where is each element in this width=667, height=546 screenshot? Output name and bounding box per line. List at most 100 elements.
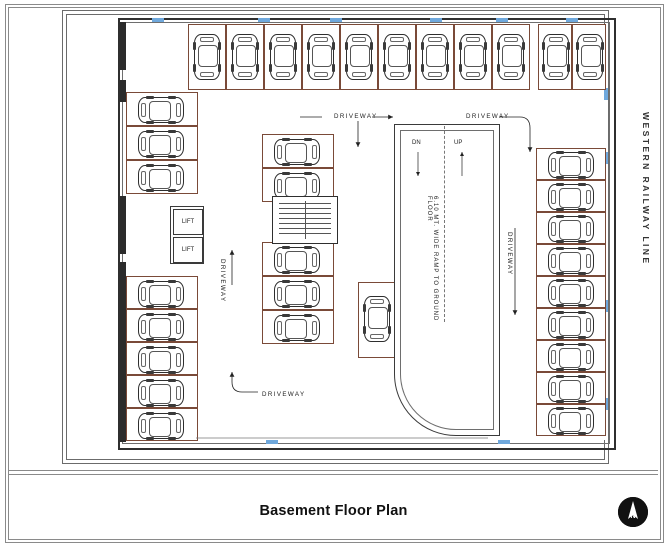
parking-stall[interactable] xyxy=(262,242,334,276)
driveway-label-top-left: DRIVEWAY xyxy=(334,113,378,120)
parking-stall[interactable] xyxy=(264,24,302,90)
column-tick xyxy=(258,18,270,22)
ramp-inner-edge xyxy=(400,130,494,430)
car-icon xyxy=(548,151,594,179)
car-icon xyxy=(138,130,184,158)
lift-cell[interactable]: LIFT xyxy=(173,237,203,263)
parking-stall[interactable] xyxy=(340,24,378,90)
parking-stall[interactable] xyxy=(126,126,198,160)
lift-label: LIFT xyxy=(181,219,195,225)
parking-stall[interactable] xyxy=(302,24,340,90)
lift-core: LIFT LIFT xyxy=(170,206,204,264)
north-arrow: N xyxy=(618,497,648,527)
parking-stall[interactable] xyxy=(536,340,606,372)
site-context-label: WESTERN RAILWAY LINE xyxy=(641,112,651,266)
parking-stall[interactable] xyxy=(536,308,606,340)
car-icon xyxy=(421,34,449,80)
parking-stall[interactable] xyxy=(536,148,606,180)
parking-stall[interactable] xyxy=(492,24,530,90)
stair-tread xyxy=(279,203,331,204)
staircase xyxy=(272,196,338,244)
car-icon xyxy=(548,375,594,403)
parking-stall[interactable] xyxy=(126,276,198,309)
parking-stall[interactable] xyxy=(454,24,492,90)
car-icon xyxy=(548,247,594,275)
parking-stall[interactable] xyxy=(536,180,606,212)
parking-stall[interactable] xyxy=(262,310,334,344)
parking-stall[interactable] xyxy=(538,24,572,90)
driveway-label-bottom-left: DRIVEWAY xyxy=(262,391,306,398)
car-icon xyxy=(459,34,487,80)
ramp-centerline xyxy=(444,126,445,322)
parking-stall[interactable] xyxy=(536,276,606,308)
lift-label: LIFT xyxy=(181,247,195,253)
car-icon xyxy=(548,215,594,243)
parking-stall[interactable] xyxy=(126,375,198,408)
parking-stall[interactable] xyxy=(126,309,198,342)
car-icon xyxy=(138,164,184,192)
column-tick xyxy=(152,18,164,22)
parking-stall[interactable] xyxy=(536,244,606,276)
parking-stall[interactable] xyxy=(262,134,334,168)
parking-stall[interactable] xyxy=(378,24,416,90)
car-icon xyxy=(548,183,594,211)
column-tick xyxy=(604,398,608,410)
parking-stall[interactable] xyxy=(188,24,226,90)
basement-floor-area xyxy=(124,24,606,440)
stair-tread xyxy=(279,218,331,219)
car-icon xyxy=(548,311,594,339)
parking-stall[interactable] xyxy=(226,24,264,90)
car-icon xyxy=(576,34,604,80)
column-tick xyxy=(498,440,510,444)
plan-border-outer xyxy=(62,10,609,464)
column-tick xyxy=(496,18,508,22)
driveway-label-top-right: DRIVEWAY xyxy=(466,113,510,120)
car-icon xyxy=(138,96,184,124)
wall-segment-left-lower xyxy=(120,262,126,442)
page-title: Basement Floor Plan xyxy=(259,503,408,519)
car-icon xyxy=(548,279,594,307)
car-icon xyxy=(138,313,184,341)
car-icon xyxy=(231,34,259,80)
ramp-note: 6.10 MT. WIDE RAMP TO GROUND FLOOR xyxy=(426,196,438,322)
parking-stall[interactable] xyxy=(572,24,606,90)
driveway-label-left: DRIVEWAY xyxy=(219,259,226,303)
car-icon xyxy=(274,280,320,308)
parking-stall[interactable] xyxy=(126,342,198,375)
car-icon xyxy=(138,280,184,308)
parking-stall[interactable] xyxy=(126,408,198,441)
car-icon xyxy=(497,34,525,80)
stair-mid-line xyxy=(305,201,306,239)
parking-stall[interactable] xyxy=(126,160,198,194)
stair-tread xyxy=(279,233,331,234)
parking-stall[interactable] xyxy=(126,92,198,126)
parking-stall[interactable] xyxy=(416,24,454,90)
building-outline xyxy=(118,18,616,450)
ramp-up-label: UP xyxy=(454,140,463,146)
car-icon xyxy=(383,34,411,80)
lift-cell[interactable]: LIFT xyxy=(173,209,203,235)
car-icon xyxy=(269,34,297,80)
column-tick xyxy=(430,18,442,22)
stair-tread xyxy=(279,228,331,229)
column-tick xyxy=(604,88,608,100)
divider-line xyxy=(9,470,658,471)
wall-segment-left-mid xyxy=(120,196,126,254)
car-icon xyxy=(138,379,184,407)
stair-tread xyxy=(279,208,331,209)
parking-stall[interactable] xyxy=(536,212,606,244)
car-icon xyxy=(274,246,320,274)
parking-stall[interactable] xyxy=(262,276,334,310)
parking-stall[interactable] xyxy=(536,372,606,404)
wall-segment-left-upper xyxy=(120,80,126,102)
parking-stall-isolated[interactable] xyxy=(358,282,396,358)
car-icon xyxy=(307,34,335,80)
driveway-label-ramp-right: DRIVEWAY xyxy=(506,232,513,276)
column-tick xyxy=(330,18,342,22)
parking-stall[interactable] xyxy=(536,404,606,436)
divider-line-secondary xyxy=(9,474,658,475)
wall-segment-left-top xyxy=(120,22,126,70)
car-icon xyxy=(363,296,391,342)
ramp-down-label: DN xyxy=(412,140,421,146)
